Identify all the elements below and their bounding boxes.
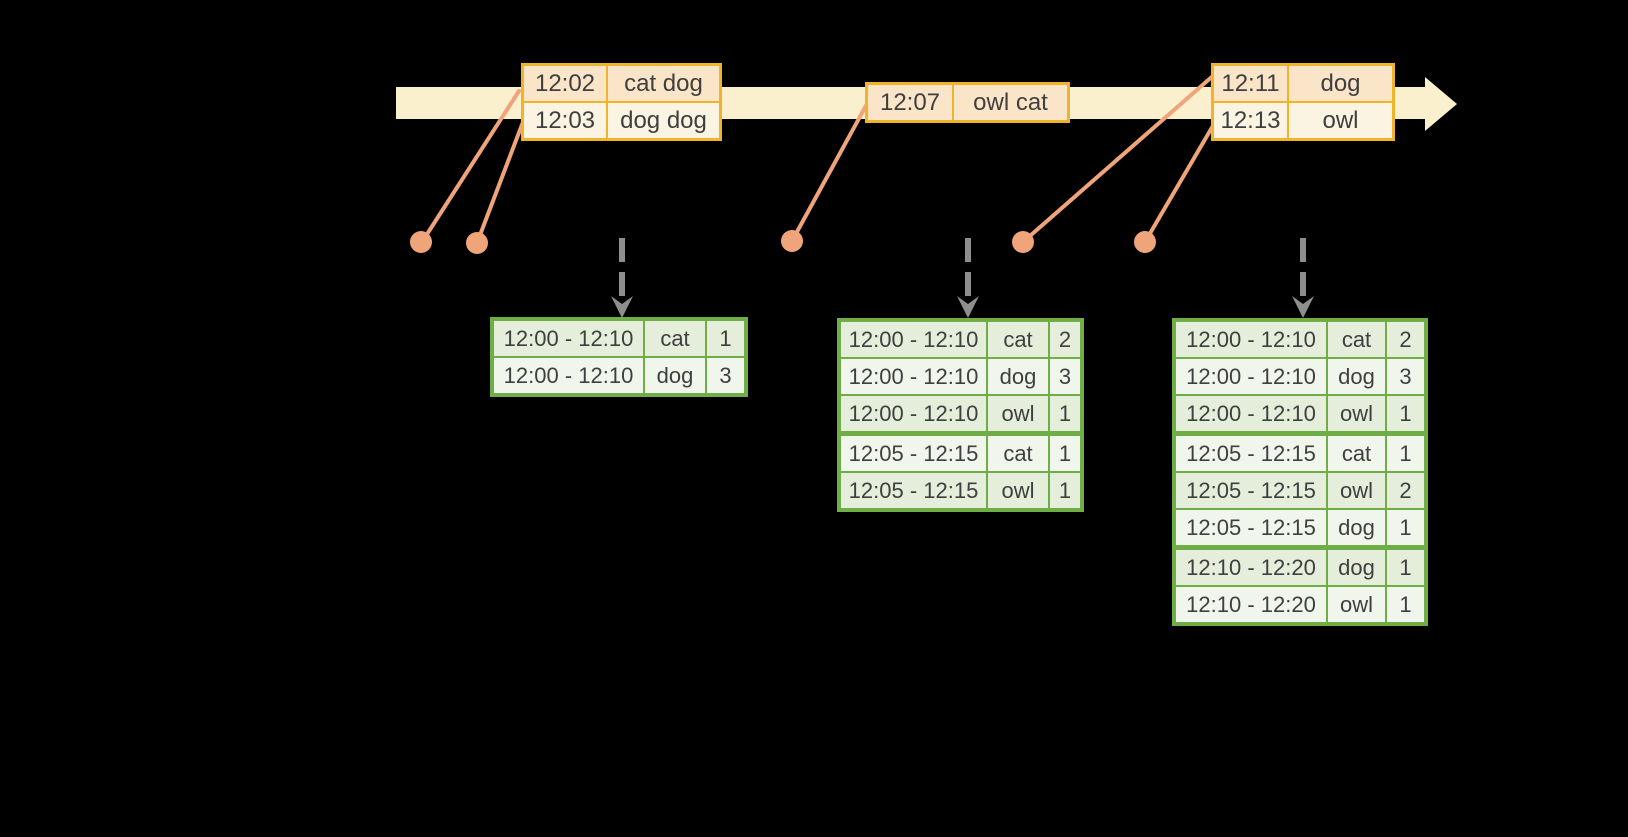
count-cell: 1 — [1385, 510, 1424, 545]
result-table-3: 12:00 - 12:10 cat 2 12:00 - 12:10 dog 3 … — [1172, 318, 1428, 626]
event-row: 12:11 dog — [1214, 66, 1392, 101]
window-cell: 12:00 - 12:10 — [848, 364, 979, 389]
word-cell: cat — [1326, 436, 1385, 471]
word-cell: dog — [643, 358, 705, 393]
down-arrowhead-icon — [957, 296, 979, 318]
event-connector-line — [475, 120, 525, 245]
window-cell: 12:05 - 12:15 — [1186, 515, 1316, 540]
result-row: 12:00 - 12:10 dog 3 — [841, 357, 1080, 394]
count-cell: 1 — [1385, 436, 1424, 471]
result-row: 12:00 - 12:10 cat 2 — [841, 322, 1080, 357]
count-cell: 1 — [1385, 550, 1424, 585]
event-connector-lines — [420, 73, 1216, 245]
window-cell: 12:00 - 12:10 — [1186, 327, 1316, 352]
timeline-arrowhead-icon — [1425, 77, 1457, 131]
result-row: 12:00 - 12:10 dog 3 — [1176, 357, 1424, 394]
count-cell: 3 — [705, 358, 744, 393]
event-words-cell: owl — [1287, 103, 1392, 138]
window-cell: 12:00 - 12:10 — [848, 327, 979, 352]
window-cell: 12:00 - 12:10 — [1186, 364, 1316, 389]
event-row: 12:02 cat dog — [524, 66, 719, 101]
event-time-cell: 12:13 — [1220, 107, 1281, 134]
event-words-cell: dog — [1287, 66, 1392, 101]
event-time-cell: 12:11 — [1221, 70, 1280, 97]
event-words-cell: owl cat — [952, 85, 1067, 120]
word-cell: cat — [1326, 322, 1385, 357]
result-row: 12:10 - 12:20 owl 1 — [1176, 585, 1424, 622]
result-row: 12:05 - 12:15 owl 2 — [1176, 471, 1424, 508]
count-cell: 1 — [1048, 396, 1080, 431]
count-cell: 2 — [1048, 322, 1080, 357]
event-connector-line — [1143, 122, 1216, 244]
trigger-arrowheads — [611, 296, 1314, 318]
word-cell: owl — [986, 396, 1048, 431]
count-cell: 2 — [1385, 473, 1424, 508]
event-time-cell: 12:02 — [534, 70, 596, 97]
window-cell: 12:10 - 12:20 — [1186, 555, 1316, 580]
event-marker-dot-icon — [781, 230, 803, 252]
result-row: 12:00 - 12:10 cat 2 — [1176, 322, 1424, 357]
result-table-1: 12:00 - 12:10 cat 1 12:00 - 12:10 dog 3 — [490, 317, 748, 397]
window-cell: 12:10 - 12:20 — [1186, 592, 1316, 617]
event-time-cell: 12:03 — [534, 107, 596, 134]
window-cell: 12:00 - 12:10 — [1186, 401, 1316, 426]
result-row: 12:05 - 12:15 owl 1 — [841, 471, 1080, 508]
word-cell: cat — [986, 322, 1048, 357]
event-row: 12:07 owl cat — [868, 85, 1067, 120]
result-row: 12:00 - 12:10 cat 1 — [494, 321, 744, 356]
down-arrowhead-icon — [1292, 296, 1314, 318]
event-connector-line — [1021, 73, 1216, 244]
word-cell: dog — [1326, 550, 1385, 585]
word-cell: owl — [986, 473, 1048, 508]
result-row: 12:10 - 12:20 dog 1 — [1176, 545, 1424, 585]
window-cell: 12:05 - 12:15 — [848, 441, 979, 466]
event-row: 12:13 owl — [1214, 101, 1392, 138]
event-table-2: 12:07 owl cat — [865, 82, 1070, 123]
event-marker-dot-icon — [466, 232, 488, 254]
event-marker-dot-icon — [1012, 231, 1034, 253]
word-cell: cat — [643, 321, 705, 356]
event-words-cell: dog dog — [606, 103, 719, 138]
event-words-cell: cat dog — [606, 66, 719, 101]
trigger-dashed-lines — [619, 238, 1306, 301]
count-cell: 3 — [1048, 359, 1080, 394]
count-cell: 1 — [1048, 436, 1080, 471]
window-cell: 12:00 - 12:10 — [848, 401, 979, 426]
result-row: 12:00 - 12:10 dog 3 — [494, 356, 744, 393]
result-row: 12:05 - 12:15 dog 1 — [1176, 508, 1424, 545]
count-cell: 2 — [1385, 322, 1424, 357]
count-cell: 1 — [1385, 396, 1424, 431]
window-cell: 12:00 - 12:10 — [503, 363, 634, 388]
count-cell: 1 — [1048, 473, 1080, 508]
count-cell: 1 — [1385, 587, 1424, 622]
result-row: 12:00 - 12:10 owl 1 — [841, 394, 1080, 431]
event-connector-line — [420, 89, 521, 244]
word-cell: dog — [986, 359, 1048, 394]
word-cell: owl — [1326, 396, 1385, 431]
result-table-2: 12:00 - 12:10 cat 2 12:00 - 12:10 dog 3 … — [837, 318, 1084, 512]
event-marker-dot-icon — [410, 231, 432, 253]
word-cell: owl — [1326, 473, 1385, 508]
event-marker-dot-icon — [1134, 231, 1156, 253]
window-cell: 12:05 - 12:15 — [1186, 478, 1316, 503]
result-row: 12:05 - 12:15 cat 1 — [1176, 431, 1424, 471]
down-arrowhead-icon — [611, 296, 633, 318]
word-cell: dog — [1326, 359, 1385, 394]
word-cell: dog — [1326, 510, 1385, 545]
result-row: 12:00 - 12:10 owl 1 — [1176, 394, 1424, 431]
count-cell: 1 — [705, 321, 744, 356]
count-cell: 3 — [1385, 359, 1424, 394]
word-cell: cat — [986, 436, 1048, 471]
window-cell: 12:00 - 12:10 — [503, 326, 634, 351]
event-table-3: 12:11 dog 12:13 owl — [1211, 63, 1395, 141]
window-cell: 12:05 - 12:15 — [848, 478, 979, 503]
word-cell: owl — [1326, 587, 1385, 622]
event-row: 12:03 dog dog — [524, 101, 719, 138]
window-cell: 12:05 - 12:15 — [1186, 441, 1316, 466]
event-marker-dots — [410, 230, 1156, 254]
event-time-cell: 12:07 — [879, 89, 941, 116]
result-row: 12:05 - 12:15 cat 1 — [841, 431, 1080, 471]
event-table-1: 12:02 cat dog 12:03 dog dog — [521, 63, 722, 141]
event-connector-line — [790, 100, 870, 243]
